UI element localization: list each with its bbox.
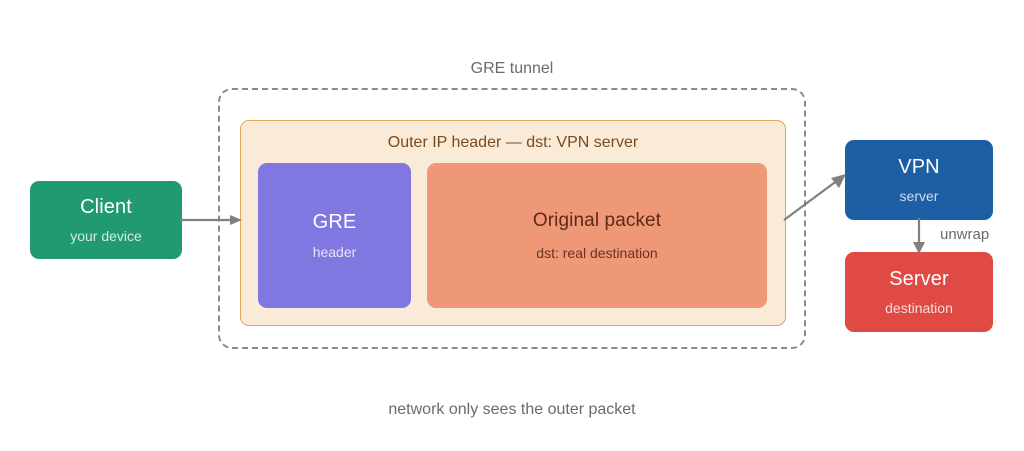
outer-ip-header-label: Outer IP header — dst: VPN server [387,134,639,151]
gre-header-node: GRE header [258,163,411,308]
client-node: Client your device [30,181,182,259]
gre-header-title: GRE [312,210,357,233]
gre-header-subtitle: header [312,243,357,260]
vpn-subtitle: server [899,187,939,204]
client-subtitle: your device [70,227,142,244]
arrow-vpn-to-server-icon [913,218,925,254]
client-title: Client [80,195,132,218]
original-packet-node: Original packet dst: real destination [427,163,767,308]
vpn-title: VPN [898,155,940,178]
gre-tunnel-boundary [218,88,806,349]
arrow-client-to-tunnel-icon [180,215,242,225]
original-packet-subtitle: dst: real destination [536,244,658,261]
server-subtitle: destination [885,299,953,316]
unwrap-label: unwrap [940,226,990,243]
vpn-node: VPN server [845,140,993,220]
server-node: Server destination [845,252,993,332]
server-title: Server [889,267,949,290]
diagram-caption: network only sees the outer packet [388,401,636,418]
arrow-tunnel-to-vpn-icon [783,174,846,221]
gre-tunnel-label: GRE tunnel [470,60,554,77]
original-packet-title: Original packet [532,210,662,232]
